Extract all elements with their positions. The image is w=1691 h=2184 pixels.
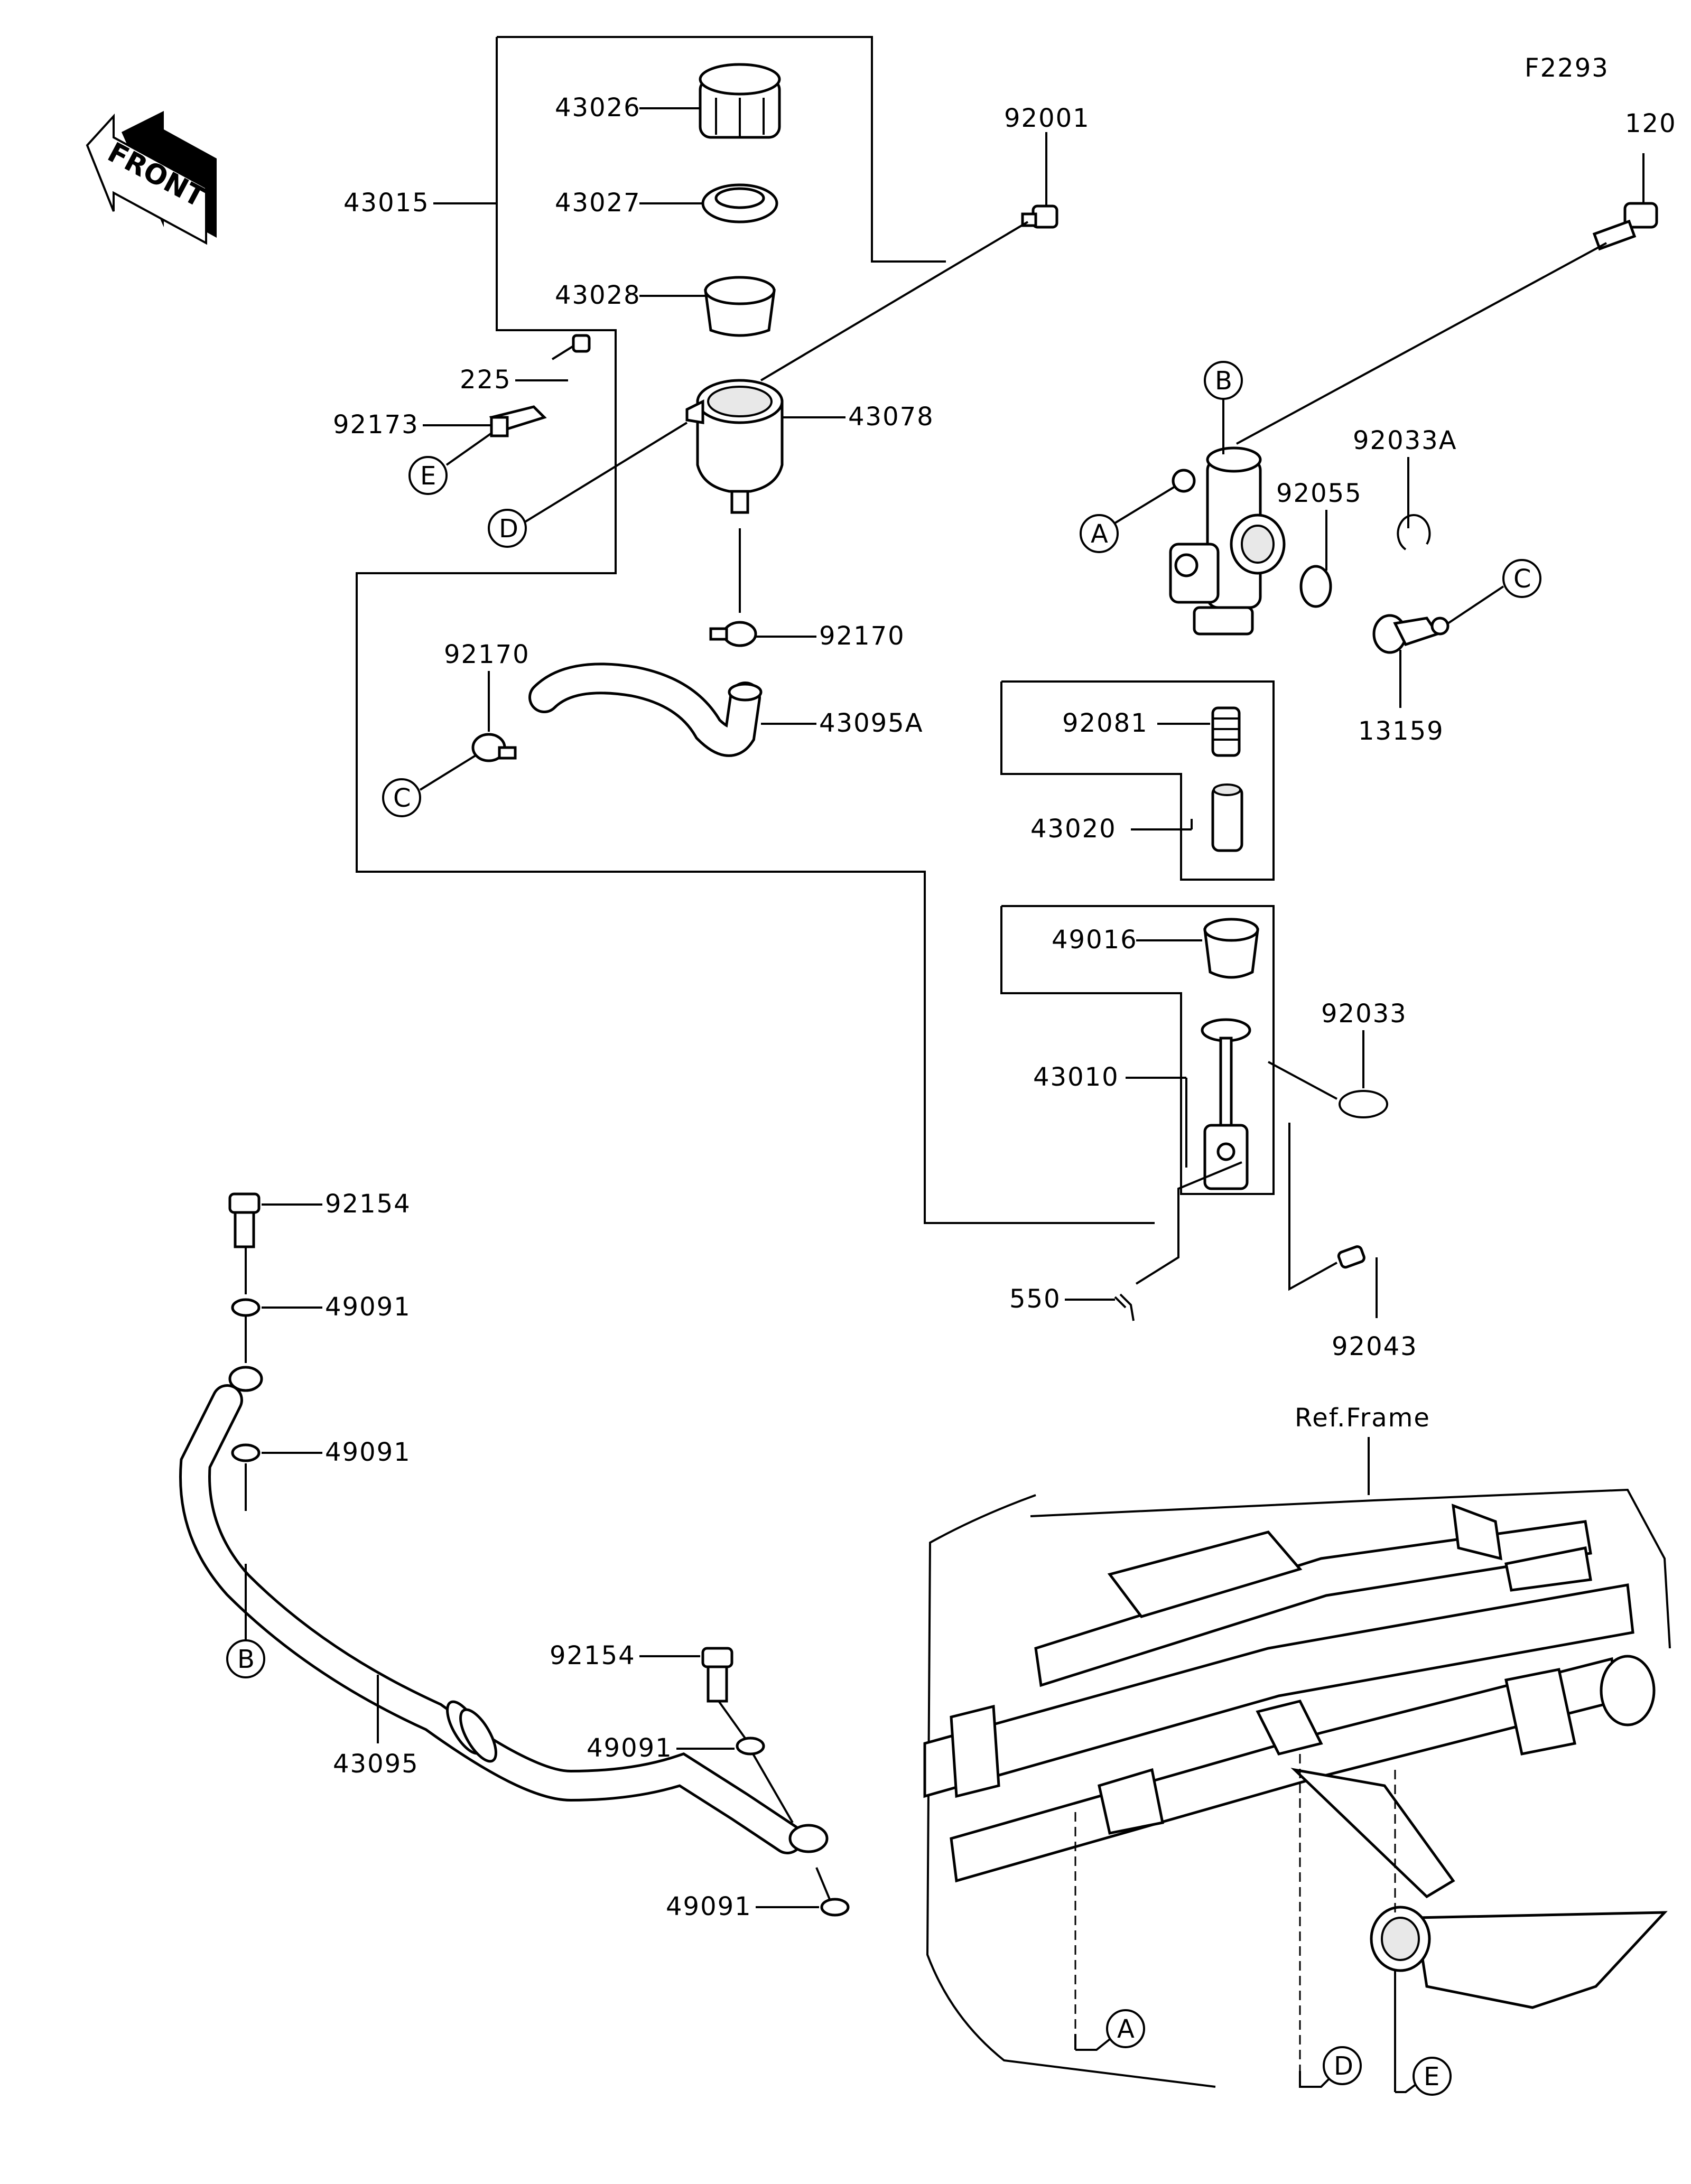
part-550-cotter-pin: [1114, 1293, 1135, 1321]
label-13159: 13159: [1358, 716, 1444, 746]
label-43027: 43027: [555, 188, 641, 218]
part-92033A-circlip: [1397, 514, 1431, 550]
label-49091-d: 49091: [666, 1892, 752, 1921]
callout-C-left: [382, 778, 421, 817]
callout-C-left-label: C: [393, 783, 412, 813]
label-92154-lower: 92154: [550, 1641, 636, 1670]
callout-C-right-label: C: [1513, 564, 1532, 594]
part-43020-piston: [1211, 783, 1243, 852]
part-92043-pin: [1337, 1245, 1365, 1269]
label-92033: 92033: [1321, 999, 1407, 1029]
part-92170-clamp-upper: [709, 621, 757, 647]
reference-frame-drawing: [923, 1488, 1671, 2088]
label-43095: 43095: [333, 1749, 419, 1779]
part-49091-washer-d: [820, 1898, 850, 1917]
label-120: 120: [1625, 109, 1677, 138]
callout-E-frame: [1413, 2057, 1452, 2096]
part-43027-diaphragm-plate: [701, 183, 778, 223]
callout-E-frame-label: E: [1424, 2062, 1441, 2092]
front-arrow-icon: FRONT: [86, 111, 217, 245]
part-master-cylinder-body: [1169, 446, 1286, 636]
callout-C-right: [1502, 559, 1541, 598]
label-92081: 92081: [1062, 708, 1148, 738]
group-outline-43020: [1000, 680, 1275, 881]
label-92055: 92055: [1276, 479, 1362, 508]
part-92001-screw: [1021, 204, 1058, 229]
group-outline-main: [356, 37, 1155, 1224]
callout-A-top: [1080, 514, 1119, 553]
part-49091-washer-b: [231, 1443, 261, 1462]
part-49016-boot: [1203, 928, 1259, 979]
label-43020: 43020: [1030, 814, 1117, 844]
callout-A-frame: [1106, 2009, 1145, 2048]
part-43078-reservoir: [685, 379, 784, 514]
label-225: 225: [460, 365, 512, 395]
label-43095A: 43095A: [819, 708, 924, 738]
figure-id: F2293: [1525, 53, 1609, 83]
label-49091-b: 49091: [325, 1438, 411, 1467]
part-49091-washer-c: [736, 1737, 765, 1756]
part-120-bolt: [1592, 202, 1658, 251]
label-92043: 92043: [1332, 1332, 1418, 1361]
label-43078: 43078: [848, 402, 934, 432]
label-43010: 43010: [1033, 1062, 1119, 1092]
callout-B-label: B: [1215, 366, 1233, 396]
callout-A-label: A: [1091, 519, 1109, 549]
part-43026-reservoir-cap: [699, 63, 781, 139]
label-43015: 43015: [343, 188, 430, 218]
callout-B-bottom-label: B: [237, 1645, 256, 1674]
label-49091-c: 49091: [587, 1733, 673, 1763]
label-92170-lower: 92170: [444, 640, 530, 669]
part-92055-o-ring: [1299, 565, 1332, 608]
label-92170-upper: 92170: [819, 621, 905, 651]
label-49016: 49016: [1052, 925, 1138, 955]
label-92001: 92001: [1004, 104, 1090, 133]
part-43028-diaphragm: [704, 276, 776, 337]
group-outline-43010: [1000, 905, 1275, 1195]
group-outline-43015: [497, 36, 946, 263]
label-49091-a: 49091: [325, 1292, 411, 1322]
callout-D-top: [488, 509, 527, 548]
part-hose-banjo-lower: [788, 1824, 829, 1853]
label-550: 550: [1009, 1284, 1061, 1314]
part-49091-washer-a: [231, 1298, 261, 1317]
part-92154-banjo-bolt-upper: [228, 1192, 261, 1248]
ref-frame-label: Ref.Frame: [1295, 1403, 1430, 1433]
part-92170-clamp-lower: [471, 733, 517, 762]
part-hose-banjo-upper: [228, 1366, 263, 1392]
callout-D-label: D: [499, 514, 519, 544]
callout-A-frame-label: A: [1117, 2014, 1136, 2044]
part-43010-push-rod: [1201, 1018, 1251, 1190]
part-92173-clamp: [489, 405, 547, 437]
label-43026: 43026: [555, 93, 641, 123]
part-13159-fitting: [1372, 614, 1450, 654]
label-43028: 43028: [555, 281, 641, 310]
part-92081-spring: [1211, 706, 1241, 757]
part-225-screw: [551, 334, 591, 360]
callout-D-frame-label: D: [1334, 2051, 1354, 2081]
part-92154-banjo-bolt-lower: [701, 1647, 733, 1703]
callout-E-label: E: [420, 461, 437, 491]
part-92033-circlip: [1339, 1090, 1388, 1118]
label-92154-upper: 92154: [325, 1189, 411, 1219]
label-92173: 92173: [333, 410, 419, 440]
callout-E-top: [408, 456, 448, 495]
label-92033A: 92033A: [1353, 426, 1457, 455]
callout-D-frame: [1323, 2046, 1362, 2085]
